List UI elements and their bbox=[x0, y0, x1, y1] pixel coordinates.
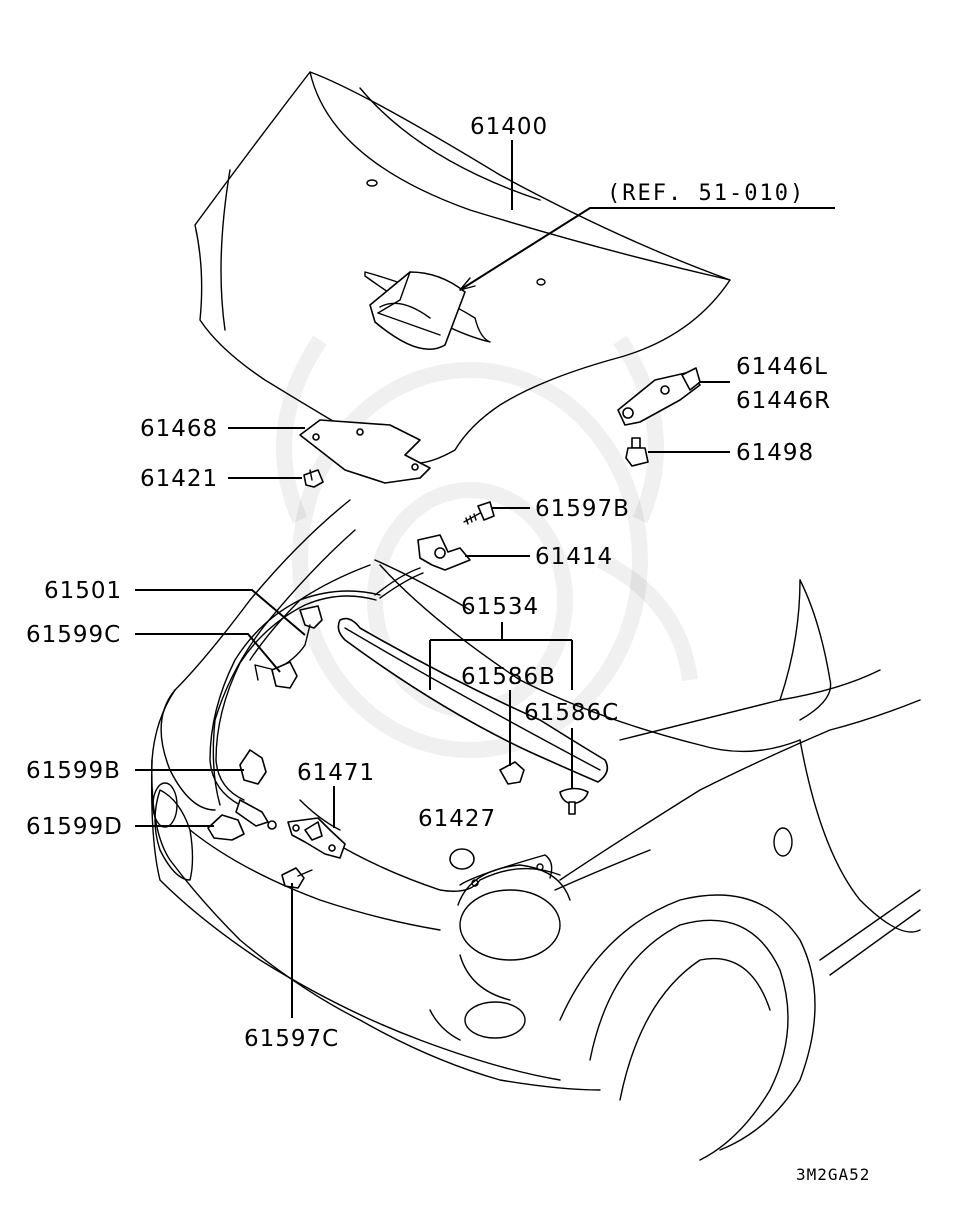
label-61446l: 61446L bbox=[736, 354, 828, 380]
label-61427: 61427 bbox=[418, 806, 496, 832]
bumper-61427 bbox=[449, 848, 475, 870]
label-61586c: 61586C bbox=[524, 700, 619, 726]
label-61597b: 61597B bbox=[535, 496, 630, 522]
car-body bbox=[150, 499, 921, 1161]
clip-61586b bbox=[499, 761, 525, 785]
label-61471: 61471 bbox=[297, 760, 375, 786]
label-61534: 61534 bbox=[461, 594, 539, 620]
label-61501: 61501 bbox=[44, 578, 122, 604]
label-61468: 61468 bbox=[140, 416, 218, 442]
diagram-code: 3M2GA52 bbox=[796, 1165, 870, 1184]
hood-seal-61534 bbox=[337, 617, 609, 783]
striker-61471 bbox=[287, 817, 346, 859]
bolt-61597c bbox=[281, 867, 313, 889]
label-61421: 61421 bbox=[140, 466, 218, 492]
bolt-61597b bbox=[463, 501, 495, 525]
clip-61586c bbox=[559, 787, 589, 815]
hood-bumper-61498 bbox=[625, 437, 649, 467]
part-labels: 61400 (REF. 51-010) 61446L 61446R 61498 … bbox=[26, 114, 870, 1184]
clip-61599b bbox=[239, 749, 267, 785]
label-61586b: 61586B bbox=[461, 664, 556, 690]
label-61446r: 61446R bbox=[736, 388, 831, 414]
label-61599b: 61599B bbox=[26, 758, 121, 784]
label-61599d: 61599D bbox=[26, 814, 123, 840]
label-61414: 61414 bbox=[535, 544, 613, 570]
clip-61421 bbox=[303, 469, 324, 488]
hood-hinge bbox=[617, 367, 701, 426]
hood-latch-61414 bbox=[374, 534, 471, 599]
label-61400: 61400 bbox=[470, 114, 548, 140]
release-cable-61501 bbox=[209, 590, 381, 830]
label-61597c: 61597C bbox=[244, 1026, 339, 1052]
clip-61599d bbox=[207, 814, 245, 841]
label-61599c: 61599C bbox=[26, 622, 121, 648]
leader-lines bbox=[135, 140, 835, 1018]
label-ref-51-010: (REF. 51-010) bbox=[607, 181, 805, 206]
hood-panel bbox=[194, 71, 731, 464]
hood-insulator-61468 bbox=[299, 419, 431, 484]
label-61498: 61498 bbox=[736, 440, 814, 466]
